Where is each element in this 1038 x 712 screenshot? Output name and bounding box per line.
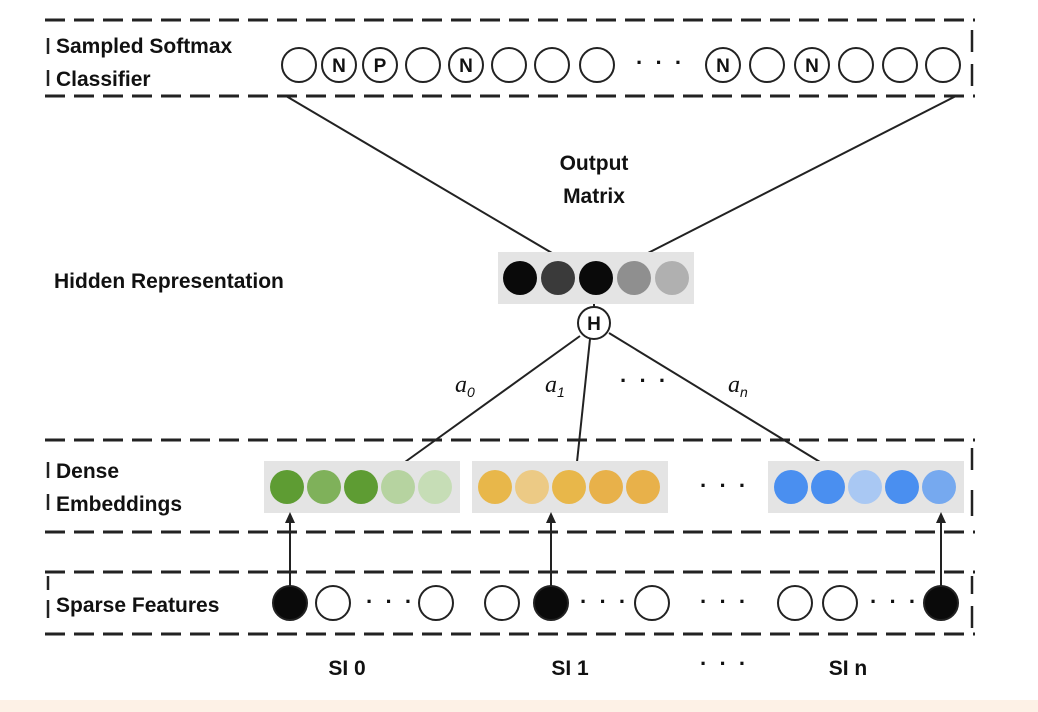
attention-ellipsis: · · · (620, 368, 669, 393)
softmax-node-p (362, 47, 398, 83)
sparse-groups: · · · · · · · · · (272, 585, 959, 621)
softmax-node-letter: P (374, 56, 387, 77)
dense-ellipsis: · · · (700, 473, 749, 498)
attention-weight-a1: a1 (545, 372, 565, 400)
sparse-feature (418, 585, 454, 621)
hidden-unit (579, 261, 613, 295)
sparse-inner-ellipsis: · · · (580, 589, 629, 614)
sparse-active-feature (533, 585, 569, 621)
sparse-active-feature (923, 585, 959, 621)
output-matrix-label-line2: Matrix (563, 185, 625, 208)
feature-arrows (285, 512, 946, 590)
softmax-node (579, 47, 615, 83)
hidden-unit (541, 261, 575, 295)
softmax-node (491, 47, 527, 83)
softmax-node-n (321, 47, 357, 83)
softmax-node-n (794, 47, 830, 83)
softmax-node-letter: N (459, 56, 473, 77)
sparse-inner-ellipsis: · · · (366, 589, 415, 614)
embedding-unit (478, 470, 512, 504)
softmax-node (534, 47, 570, 83)
dense-embeddings-box (45, 438, 975, 534)
si-label-0: SI 0 (328, 657, 365, 680)
attention-weight-a0: a0 (455, 372, 475, 400)
embedding-unit (418, 470, 452, 504)
softmax-node (925, 47, 961, 83)
embedding-unit (381, 470, 415, 504)
softmax-node (281, 47, 317, 83)
embedding-unit (774, 470, 808, 504)
embedding-unit (552, 470, 586, 504)
embedding-unit (626, 470, 660, 504)
attention-weight-an: an (728, 372, 748, 400)
si-label-n: SI n (829, 657, 868, 680)
aggregation-node (577, 306, 611, 340)
output-matrix-right-line (647, 95, 957, 254)
softmax-node-letter: N (805, 56, 819, 77)
sparse-active-feature (272, 585, 308, 621)
output-matrix-label-line1: Output (560, 152, 629, 175)
softmax-label-line2: Classifier (56, 68, 151, 91)
embedding-unit (307, 470, 341, 504)
sparse-feature (484, 585, 520, 621)
hidden-representation-label: Hidden Representation (54, 270, 284, 293)
embedding-unit (811, 470, 845, 504)
softmax-classifier-box (45, 18, 975, 98)
dense-label-line1: Dense (56, 460, 119, 483)
attention-line-0 (404, 335, 581, 463)
softmax-label-line1: Sampled Softmax (56, 35, 233, 58)
softmax-node (838, 47, 874, 83)
aggregation-node-letter: H (587, 314, 601, 335)
sparse-feature (777, 585, 813, 621)
hidden-unit (503, 261, 537, 295)
attention-line-1 (576, 338, 591, 463)
embedding-unit (270, 470, 304, 504)
si-label-1: SI 1 (551, 657, 589, 680)
footer-strip (0, 700, 1038, 712)
sparse-feature (315, 585, 351, 621)
dense-label-line2: Embeddings (56, 493, 182, 516)
embedding-groups (264, 461, 964, 513)
softmax-node-letter: N (332, 56, 346, 77)
sparse-feature (634, 585, 670, 621)
embedding-unit (922, 470, 956, 504)
sparse-ellipsis: · · · (700, 589, 749, 614)
sparse-inner-ellipsis: · · · (870, 589, 919, 614)
attention-line-n (608, 332, 821, 463)
output-matrix-left-line (285, 95, 553, 254)
sparse-feature (822, 585, 858, 621)
embedding-unit (515, 470, 549, 504)
si-ellipsis: · · · (700, 651, 749, 676)
softmax-node (882, 47, 918, 83)
hidden-unit (617, 261, 651, 295)
hidden-vector (503, 261, 689, 295)
softmax-node (749, 47, 785, 83)
sparse-features-box (45, 570, 975, 636)
softmax-node-letter: N (716, 56, 730, 77)
embedding-unit (848, 470, 882, 504)
embedding-unit (885, 470, 919, 504)
softmax-node-n (705, 47, 741, 83)
hidden-unit (655, 261, 689, 295)
embedding-unit (589, 470, 623, 504)
embedding-unit (344, 470, 378, 504)
softmax-node-n (448, 47, 484, 83)
softmax-ellipsis: · · · (636, 50, 685, 75)
sparse-label: Sparse Features (56, 594, 219, 617)
softmax-node (405, 47, 441, 83)
